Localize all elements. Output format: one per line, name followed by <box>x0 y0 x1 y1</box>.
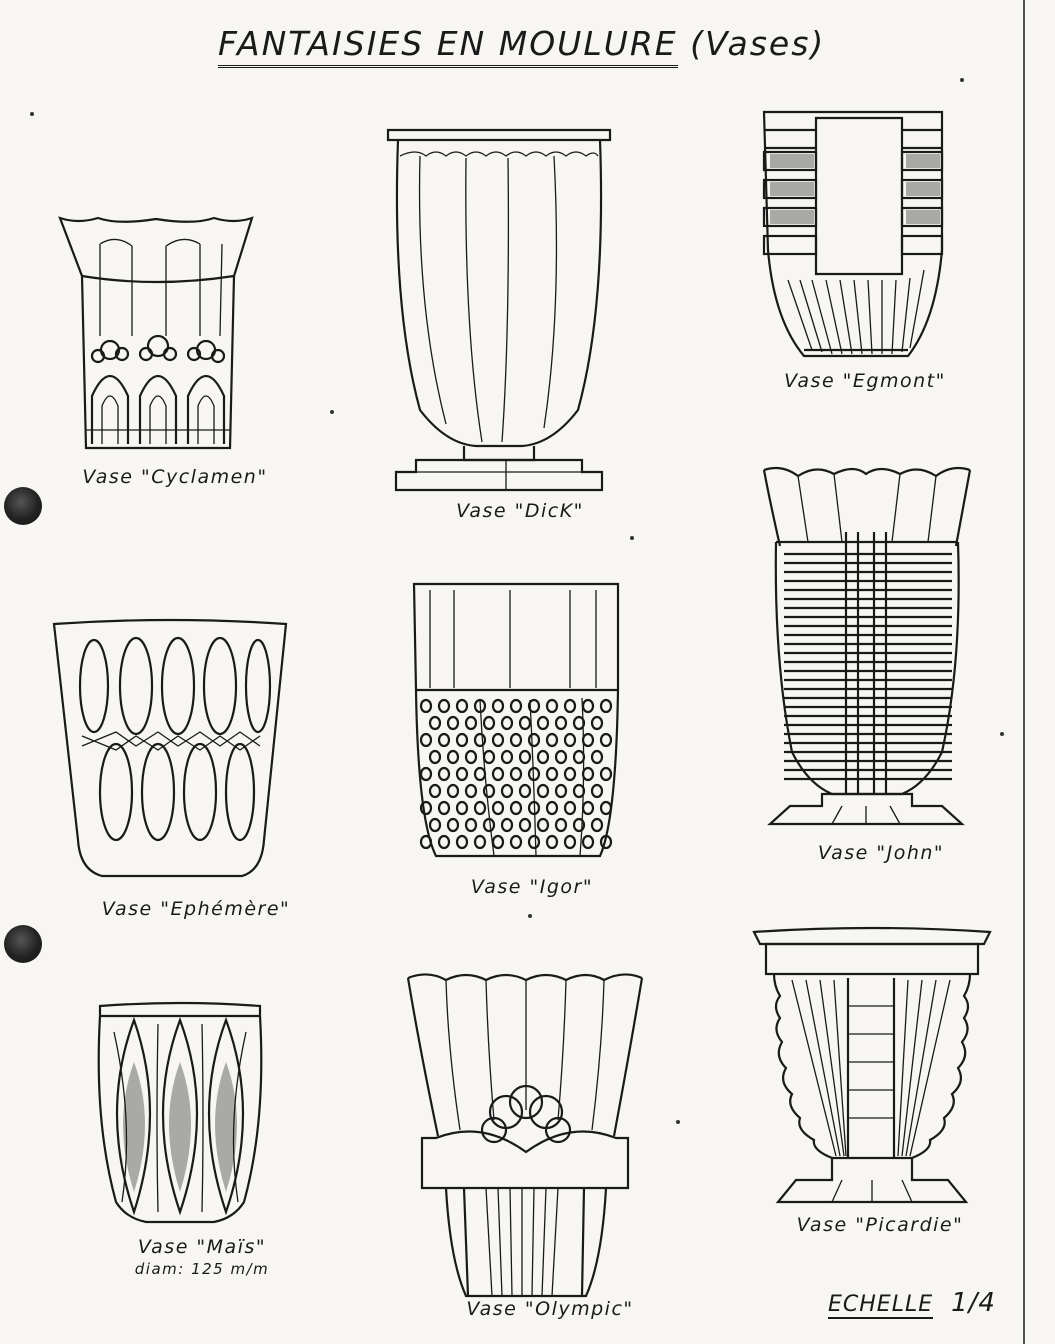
vase-egmont-drawing <box>760 110 950 362</box>
page-title: FANTAISIES EN MOULURE (Vases) <box>218 24 918 68</box>
scale-note: ECHELLE 1/4 <box>828 1288 996 1319</box>
page-edge <box>1023 0 1025 1344</box>
page-title-main: FANTAISIES EN MOULURE <box>218 24 678 68</box>
vase-ephemere-caption: Vase "Ephémère" <box>101 898 291 920</box>
vase-dick-caption: Vase "DicK" <box>456 500 584 522</box>
vase-mais-drawing <box>94 1001 266 1224</box>
vase-mais-name: Vase "Maïs" <box>137 1236 267 1258</box>
vase-olympic-caption: Vase "Olympic" <box>466 1298 634 1320</box>
punch-hole-top <box>4 487 42 525</box>
punch-hole-bottom <box>4 925 42 963</box>
vase-egmont-caption: Vase "Egmont" <box>784 370 946 392</box>
scale-value: 1/4 <box>951 1288 996 1318</box>
vase-picardie-caption: Vase "Picardie" <box>796 1214 964 1236</box>
vase-olympic-drawing <box>406 970 644 1300</box>
vase-mais-diameter: diam: 125 m/m <box>134 1260 270 1278</box>
vase-mais-caption: Vase "Maïs" diam: 125 m/m <box>112 1236 292 1278</box>
page-title-sub: (Vases) <box>690 24 826 63</box>
vase-dick-drawing <box>386 128 612 492</box>
vase-ephemere-drawing <box>52 618 288 880</box>
vase-john-caption: Vase "John" <box>817 842 945 864</box>
vase-cyclamen-drawing <box>58 216 254 452</box>
vase-igor-caption: Vase "Igor" <box>470 876 594 898</box>
vase-cyclamen-caption: Vase "Cyclamen" <box>82 466 268 488</box>
scale-label: ECHELLE <box>828 1292 934 1319</box>
vase-john-drawing <box>762 462 972 826</box>
vase-picardie-drawing <box>752 926 992 1206</box>
vase-igor-drawing <box>410 580 622 866</box>
